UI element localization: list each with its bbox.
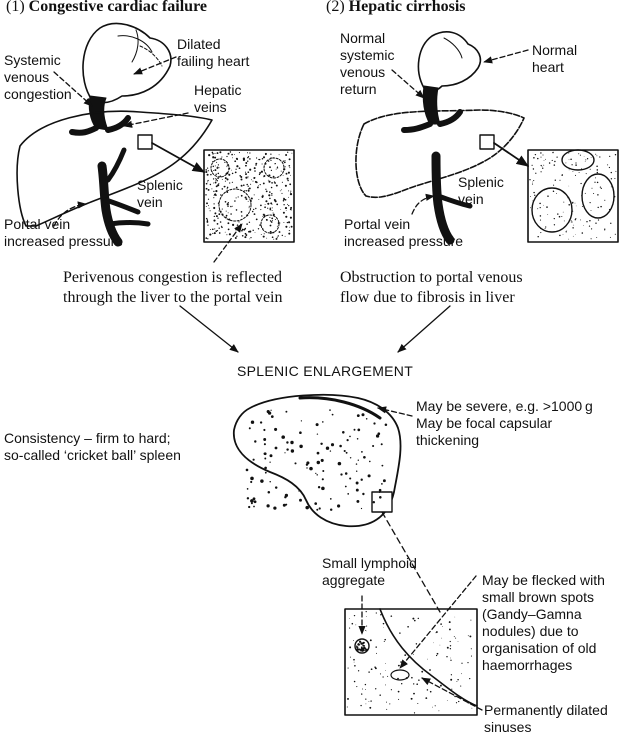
right-portal-vein-label: Portal vein increased pressure [344, 216, 464, 249]
right-inset-texture [529, 151, 617, 240]
dilated-heart-label: Dilated failing heart [177, 36, 250, 69]
left-splenic-vein-label: Splenic vein [137, 177, 183, 210]
right-splenic-vein-label: Splenic vein [458, 174, 504, 207]
lymphoid-nodule-texture [356, 640, 368, 652]
left-liver-illustration [16, 110, 213, 227]
left-panel-heading: (1) Congestive cardiac failure [6, 0, 207, 16]
spleen-illustration [233, 393, 402, 528]
systemic-congestion-label: Systemic venous congestion [4, 52, 72, 102]
right-panel-number: (2) [326, 0, 345, 15]
right-panel-heading: (2) Hepatic cirrhosis [326, 0, 466, 16]
spleen-texture [245, 409, 388, 511]
left-panel-title: Congestive cardiac failure [28, 0, 207, 15]
severity-label: May be severe, e.g. >1000 g May be focal… [416, 398, 593, 448]
left-inset-texture [205, 151, 293, 240]
right-caption: Obstruction to portal venous flow due to… [340, 269, 523, 306]
gandy-gamna-label: May be flecked with small brown spots (G… [482, 572, 605, 673]
left-histology-inset [203, 149, 295, 243]
normal-heart-label: Normal heart [532, 42, 578, 75]
left-portal-vein-label: Portal vein increased pressure [4, 216, 124, 249]
consistency-label: Consistency – firm to hard; so-called ‘c… [4, 430, 181, 463]
hepatic-veins-label: Hepatic veins [194, 82, 242, 115]
spleen-histology-inset [344, 608, 478, 716]
left-panel-number: (1) [6, 0, 25, 15]
right-panel-title: Hepatic cirrhosis [348, 0, 466, 15]
left-caption: Perivenous congestion is reflected throu… [63, 269, 283, 306]
splenic-enlargement-title: SPLENIC ENLARGEMENT [237, 363, 414, 379]
left-portal-vein [97, 147, 151, 247]
leader-lines [53, 49, 530, 711]
normal-return-label: Normal systemic venous return [340, 30, 395, 97]
dilated-sinuses-label: Permanently dilated sinuses [484, 702, 608, 735]
right-portal-vein [431, 151, 473, 245]
lymphoid-aggregate-label: Small lymphoid aggregate [322, 555, 417, 588]
right-heart-illustration [417, 31, 482, 92]
left-heart-illustration [82, 22, 172, 104]
right-liver-illustration [355, 109, 525, 199]
right-vena-cava [401, 85, 463, 133]
right-histology-inset [527, 149, 619, 243]
